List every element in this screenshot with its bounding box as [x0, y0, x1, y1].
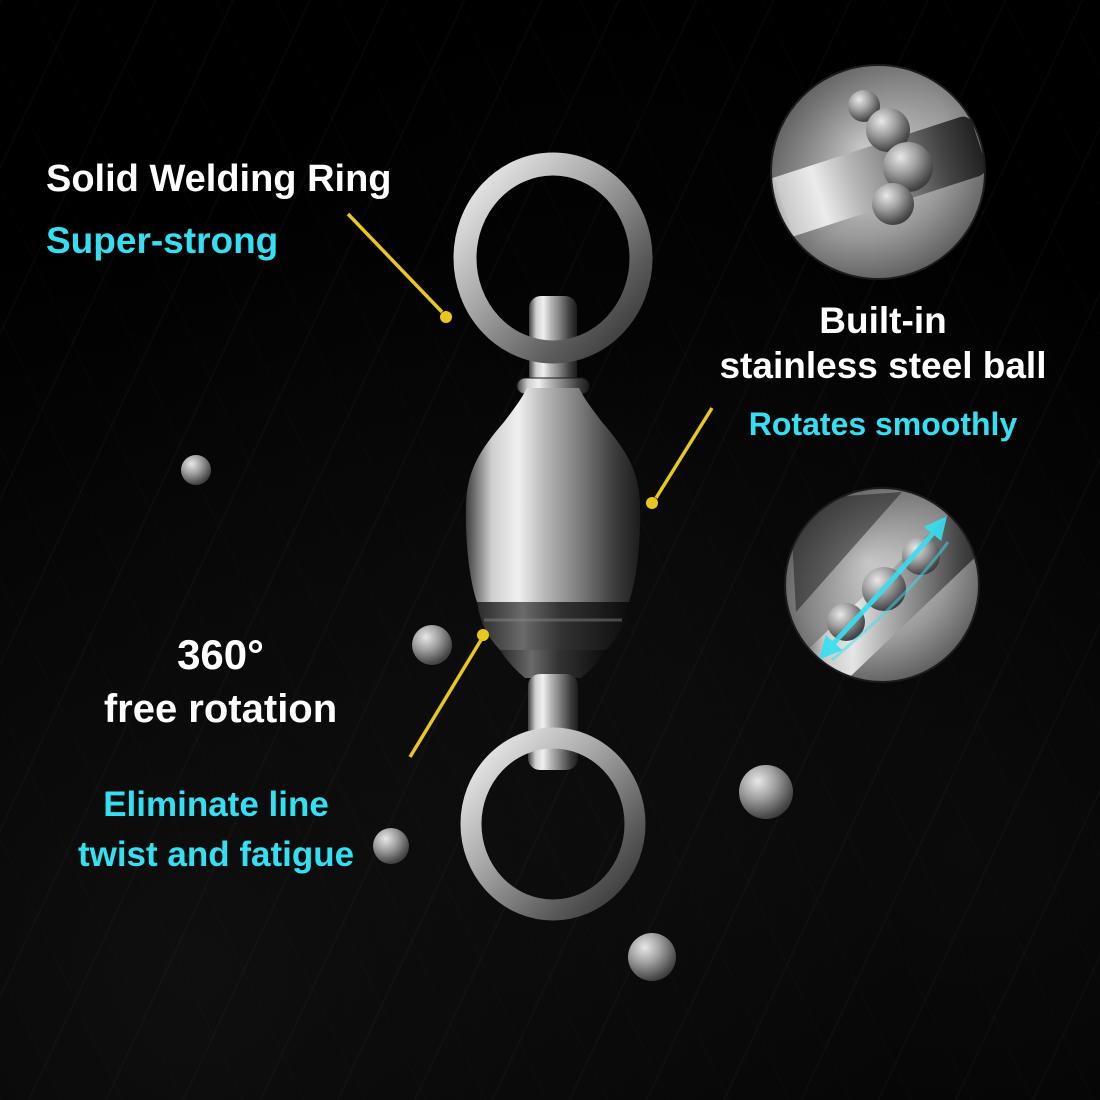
- steel-ball: [373, 828, 409, 864]
- leader-line-welding-ring: [346, 212, 444, 314]
- steel-ball: [628, 933, 676, 981]
- top-welding-ring: [453, 152, 653, 364]
- bottom-welding-ring: [460, 727, 646, 921]
- leader-line-rotation: [408, 639, 483, 758]
- swivel-bearing-band: [477, 602, 629, 650]
- swivel-product-image: [453, 152, 653, 921]
- callout-leader-lines: [346, 212, 714, 758]
- steel-ball: [902, 537, 940, 575]
- callout-line-twist: Eliminate line twist and fatigue: [26, 780, 406, 880]
- callout-steel-ball: Built-in stainless steel ball Rotates sm…: [683, 298, 1083, 444]
- leader-dot: [477, 629, 489, 641]
- leader-dot: [646, 497, 658, 509]
- leader-line-steel-ball: [654, 407, 714, 499]
- welding-ring-subtitle: Super-strong: [46, 220, 279, 261]
- steel-ball: [848, 90, 880, 122]
- callout-rotation: 360° free rotation: [38, 628, 403, 736]
- bearing-closeup-inset: [770, 64, 986, 280]
- callout-welding-ring: Solid Welding Ring Super-strong: [46, 156, 392, 264]
- steel-ball: [739, 765, 793, 819]
- leader-dot: [440, 311, 452, 323]
- rotation-arrow-icon: [818, 516, 947, 660]
- rotation-inset: [784, 487, 980, 683]
- line-twist-line2: twist and fatigue: [77, 835, 355, 874]
- swivel-body: [465, 388, 641, 602]
- steel-ball: [412, 625, 452, 665]
- steel-ball-title-line2: stainless steel ball: [719, 345, 1047, 386]
- rotation-title-line1: 360°: [177, 631, 264, 678]
- steel-ball: [872, 183, 914, 225]
- loose-steel-balls: [181, 455, 793, 981]
- line-twist-line1: Eliminate line: [103, 785, 329, 824]
- steel-ball: [181, 455, 211, 485]
- steel-ball-subtitle: Rotates smoothly: [748, 406, 1018, 442]
- steel-ball: [883, 142, 933, 192]
- steel-ball-title-line1: Built-in: [819, 300, 947, 341]
- steel-ball: [866, 108, 910, 152]
- welding-ring-title: Solid Welding Ring: [46, 158, 392, 200]
- rotation-title-line2: free rotation: [103, 687, 338, 731]
